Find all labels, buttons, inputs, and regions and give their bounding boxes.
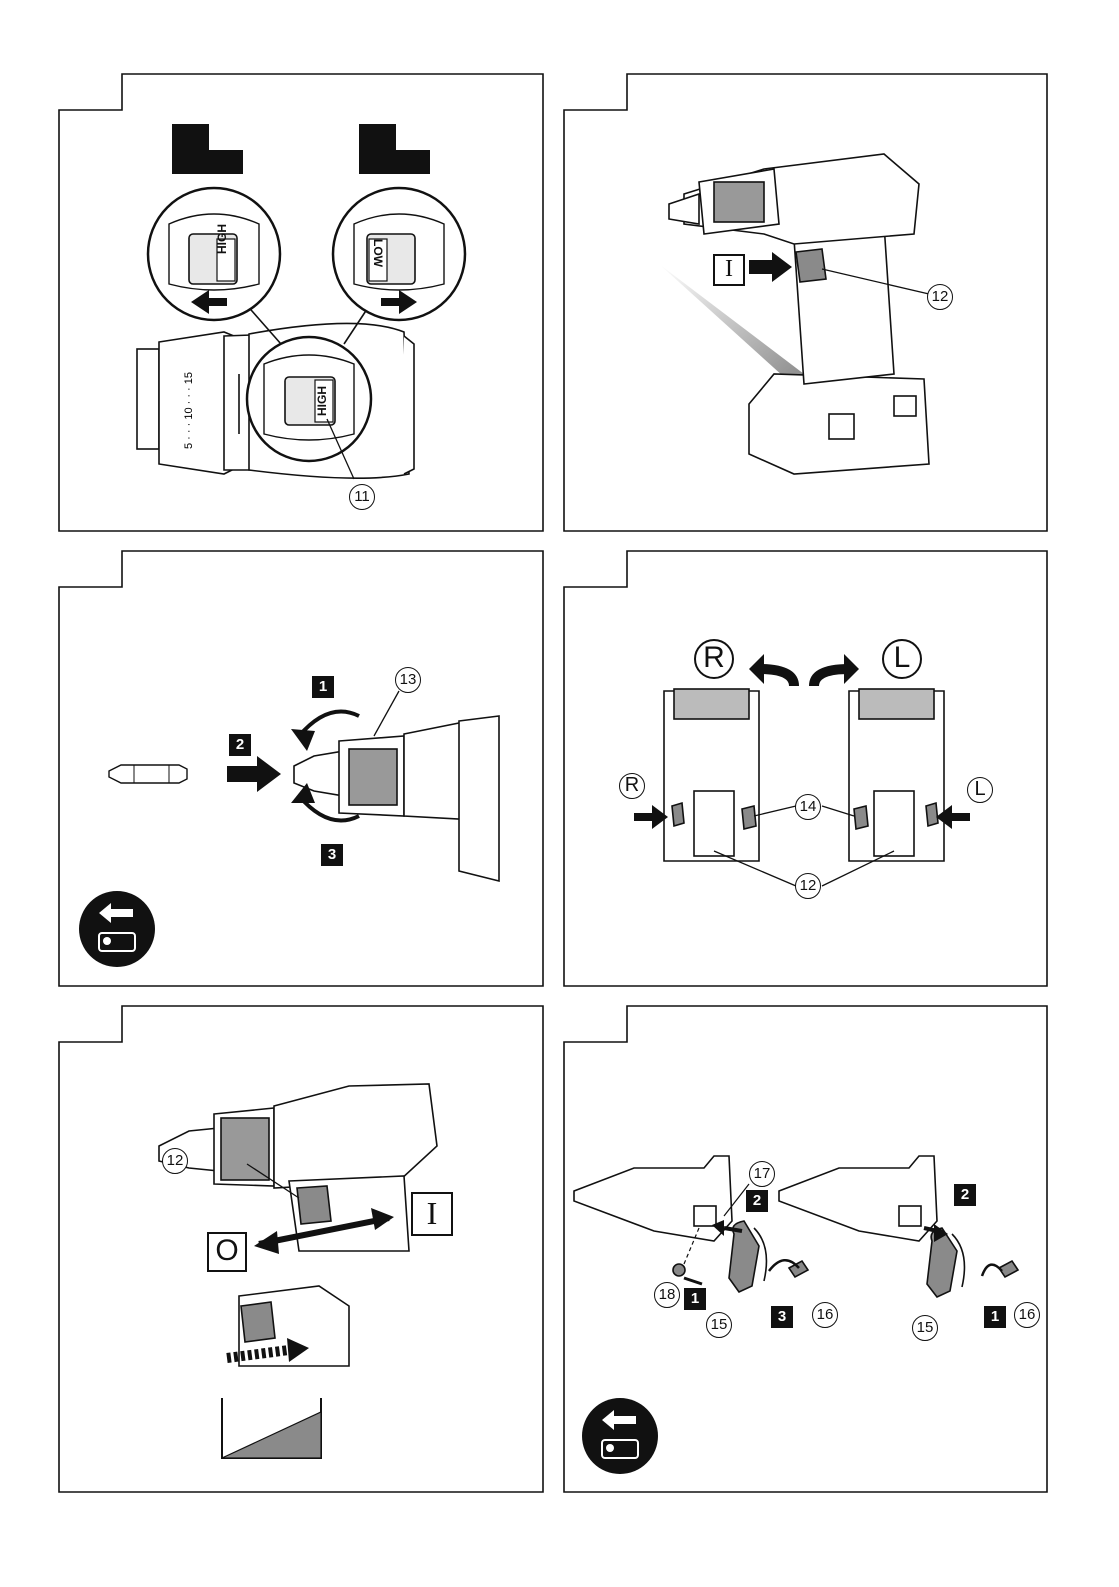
panel-hook-install: 17 18 15 16 15 16 2 1 3 2 1 (564, 1006, 1048, 1493)
speed-selector-illustration: 5 · · · 10 · · · 15 (59, 74, 544, 532)
belt-hook-right (927, 1228, 957, 1297)
rotate-left-symbol: L (882, 639, 922, 679)
dial-numbers: 5 · · · 10 · · · 15 (183, 372, 195, 449)
step-3: 3 (321, 844, 343, 866)
on-symbol-box: I (411, 1192, 453, 1236)
lever-right-symbol: R (619, 773, 645, 799)
lever-left-symbol: L (967, 777, 993, 803)
callout-18: 18 (654, 1282, 680, 1308)
step-1-right: 1 (984, 1306, 1006, 1328)
battery-remove-icon (582, 1398, 658, 1474)
callout-13: 13 (395, 667, 421, 693)
panel-trigger-light: I 12 (564, 74, 1048, 532)
panel-bit-install: 1 2 3 13 (59, 551, 544, 987)
step-2-right: 2 (954, 1184, 976, 1206)
step-3-left: 3 (771, 1306, 793, 1328)
trigger-operation-illustration (59, 1006, 544, 1493)
bit-install-illustration (59, 551, 544, 987)
callout-11: 11 (349, 484, 375, 510)
step-2: 2 (229, 734, 251, 756)
driver-bit (109, 765, 187, 783)
on-symbol-box: I (713, 254, 745, 286)
direction-lever-illustration (564, 551, 1048, 987)
belt-hook-left (729, 1221, 759, 1292)
arrow-right-icon (749, 252, 792, 282)
switch-label-high-left: HIGH (216, 224, 228, 254)
panel-trigger-operation: 12 O I (59, 1006, 544, 1493)
low-torque-symbol (172, 124, 243, 174)
trigger (297, 1186, 331, 1224)
step-1: 1 (312, 676, 334, 698)
arrow-right-icon (227, 756, 281, 792)
arrow-right-icon (634, 805, 668, 829)
callout-16-right: 16 (1014, 1302, 1040, 1328)
step-1-left: 1 (684, 1288, 706, 1310)
panel-direction-lever: R L R L 14 12 (564, 551, 1048, 987)
trigger (796, 249, 826, 282)
callout-17: 17 (749, 1161, 775, 1187)
callout-16-left: 16 (812, 1302, 838, 1328)
rotate-right-symbol: R (694, 639, 734, 679)
hook-install-illustration (564, 1006, 1048, 1493)
panel-speed-selector: 5 · · · 10 · · · 15 HIGH LOW HIGH 11 (59, 74, 544, 532)
callout-14: 14 (795, 794, 821, 820)
callout-12: 12 (927, 284, 953, 310)
drill-illustration (564, 74, 1048, 532)
chuck-tip (669, 194, 699, 224)
callout-15-left: 15 (706, 1312, 732, 1338)
callout-12: 12 (162, 1148, 188, 1174)
high-speed-symbol (359, 124, 430, 174)
battery-remove-icon (79, 891, 155, 967)
step-2-left: 2 (746, 1190, 768, 1212)
grip (794, 224, 894, 384)
off-symbol-box: O (207, 1232, 247, 1272)
switch-label-high-center: HIGH (316, 386, 328, 416)
callout-15-right: 15 (912, 1315, 938, 1341)
callout-12: 12 (795, 873, 821, 899)
switch-label-low-right: LOW (372, 239, 384, 267)
